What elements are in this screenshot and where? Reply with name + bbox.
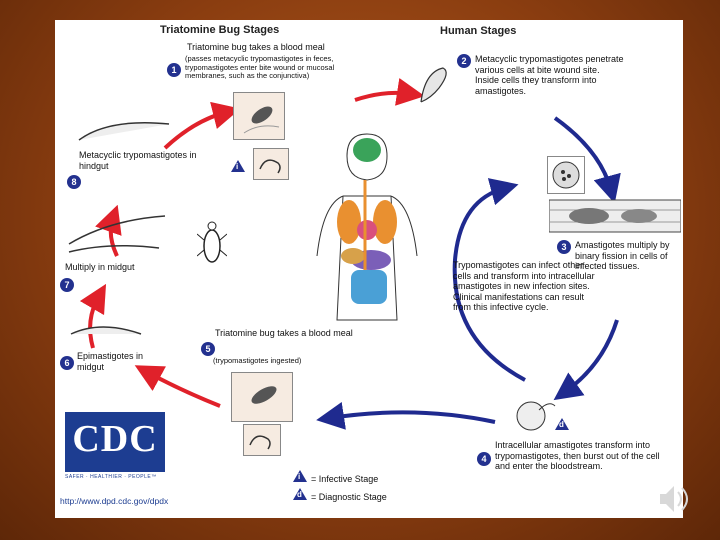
arrow-5-to-6 xyxy=(134,365,221,408)
infected-cell-image xyxy=(547,156,585,194)
arrow-8-to-1 xyxy=(163,101,241,150)
triatomine-bug-icon xyxy=(196,216,228,272)
stage-7-text: Multiply in midgut xyxy=(65,262,135,272)
lifecycle-slide: Triatomine Bug Stages Human Stages Triat… xyxy=(55,20,683,518)
stage-6-badge: 6 xyxy=(60,356,74,370)
source-url: http://www.dpd.cdc.gov/dpdx xyxy=(60,496,169,506)
infective-stage-marker-1 xyxy=(231,160,245,172)
stage-5-badge: 5 xyxy=(201,342,215,356)
cycle-arrows xyxy=(79,78,621,430)
epimastigote-image xyxy=(67,320,147,348)
cdc-logo-text: CDC xyxy=(72,418,158,460)
arrow-2-to-3 xyxy=(553,116,621,204)
stage-5-detail: (trypomastigotes ingested) xyxy=(213,356,302,365)
legend-infective-label: = Infective Stage xyxy=(311,474,379,484)
bug-stages-header: Triatomine Bug Stages xyxy=(160,24,280,36)
trypomastigote-thumb-1 xyxy=(253,148,289,180)
hindgut-trypo-image xyxy=(75,116,175,146)
metacyclic-trypo-image xyxy=(415,62,451,106)
stage-4-text: Intracellular amastigotes transform into… xyxy=(495,440,660,471)
cdc-logo: CDC xyxy=(65,412,165,472)
diagnostic-stage-marker xyxy=(555,418,569,430)
stage-8-badge: 8 xyxy=(67,175,81,189)
stage-1-detail: (passes metacyclic trypomastigotes in fe… xyxy=(185,54,335,81)
center-description: Trypomastigotes can infect other cells a… xyxy=(453,260,595,312)
legend-diagnostic-icon xyxy=(293,488,307,500)
bug-feeding-image xyxy=(233,92,285,140)
dividing-epimastigote-image xyxy=(61,208,171,258)
stage-2-text: Metacyclic trypomastigotes penetrate var… xyxy=(475,54,624,96)
stage-3-text: Amastigotes multiply by binary fission i… xyxy=(575,240,670,271)
human-body-image xyxy=(313,130,421,342)
stage-1-title: Triatomine bug takes a blood meal xyxy=(187,42,325,52)
legend-infective-icon xyxy=(293,470,307,482)
cdc-tagline: SAFER · HEALTHIER · PEOPLE™ xyxy=(65,474,157,480)
bug-feeding-icon xyxy=(243,106,280,134)
stage-6-text: Epimastigotes in midgut xyxy=(77,351,144,372)
stage-4-badge: 4 xyxy=(477,452,491,466)
arrow-4-to-5 xyxy=(316,402,496,430)
arrow-7-to-8 xyxy=(95,204,122,257)
arrow-inner-cycle xyxy=(452,178,526,382)
stage-8-text: Metacyclic trypomastigotes in hindgut xyxy=(79,150,197,171)
arrow-3-to-4 xyxy=(553,319,619,401)
arrow-6-to-7 xyxy=(79,283,107,349)
stage-7-badge: 7 xyxy=(60,278,74,292)
arrow-1-to-2 xyxy=(354,78,425,106)
stage-3-badge: 3 xyxy=(557,240,571,254)
burst-cell-image xyxy=(509,392,559,438)
stage-2-badge: 2 xyxy=(457,54,471,68)
stage-5-title: Triatomine bug takes a blood meal xyxy=(215,328,353,338)
stage-1-badge: 1 xyxy=(167,63,181,77)
legend-diagnostic-label: = Diagnostic Stage xyxy=(311,492,387,502)
speaker-icon[interactable] xyxy=(656,480,690,518)
trypomastigote-thumb-5 xyxy=(243,424,281,456)
bug-ingesting-image xyxy=(231,372,293,422)
human-stages-header: Human Stages xyxy=(440,25,517,37)
muscle-tissue-image xyxy=(548,196,682,236)
